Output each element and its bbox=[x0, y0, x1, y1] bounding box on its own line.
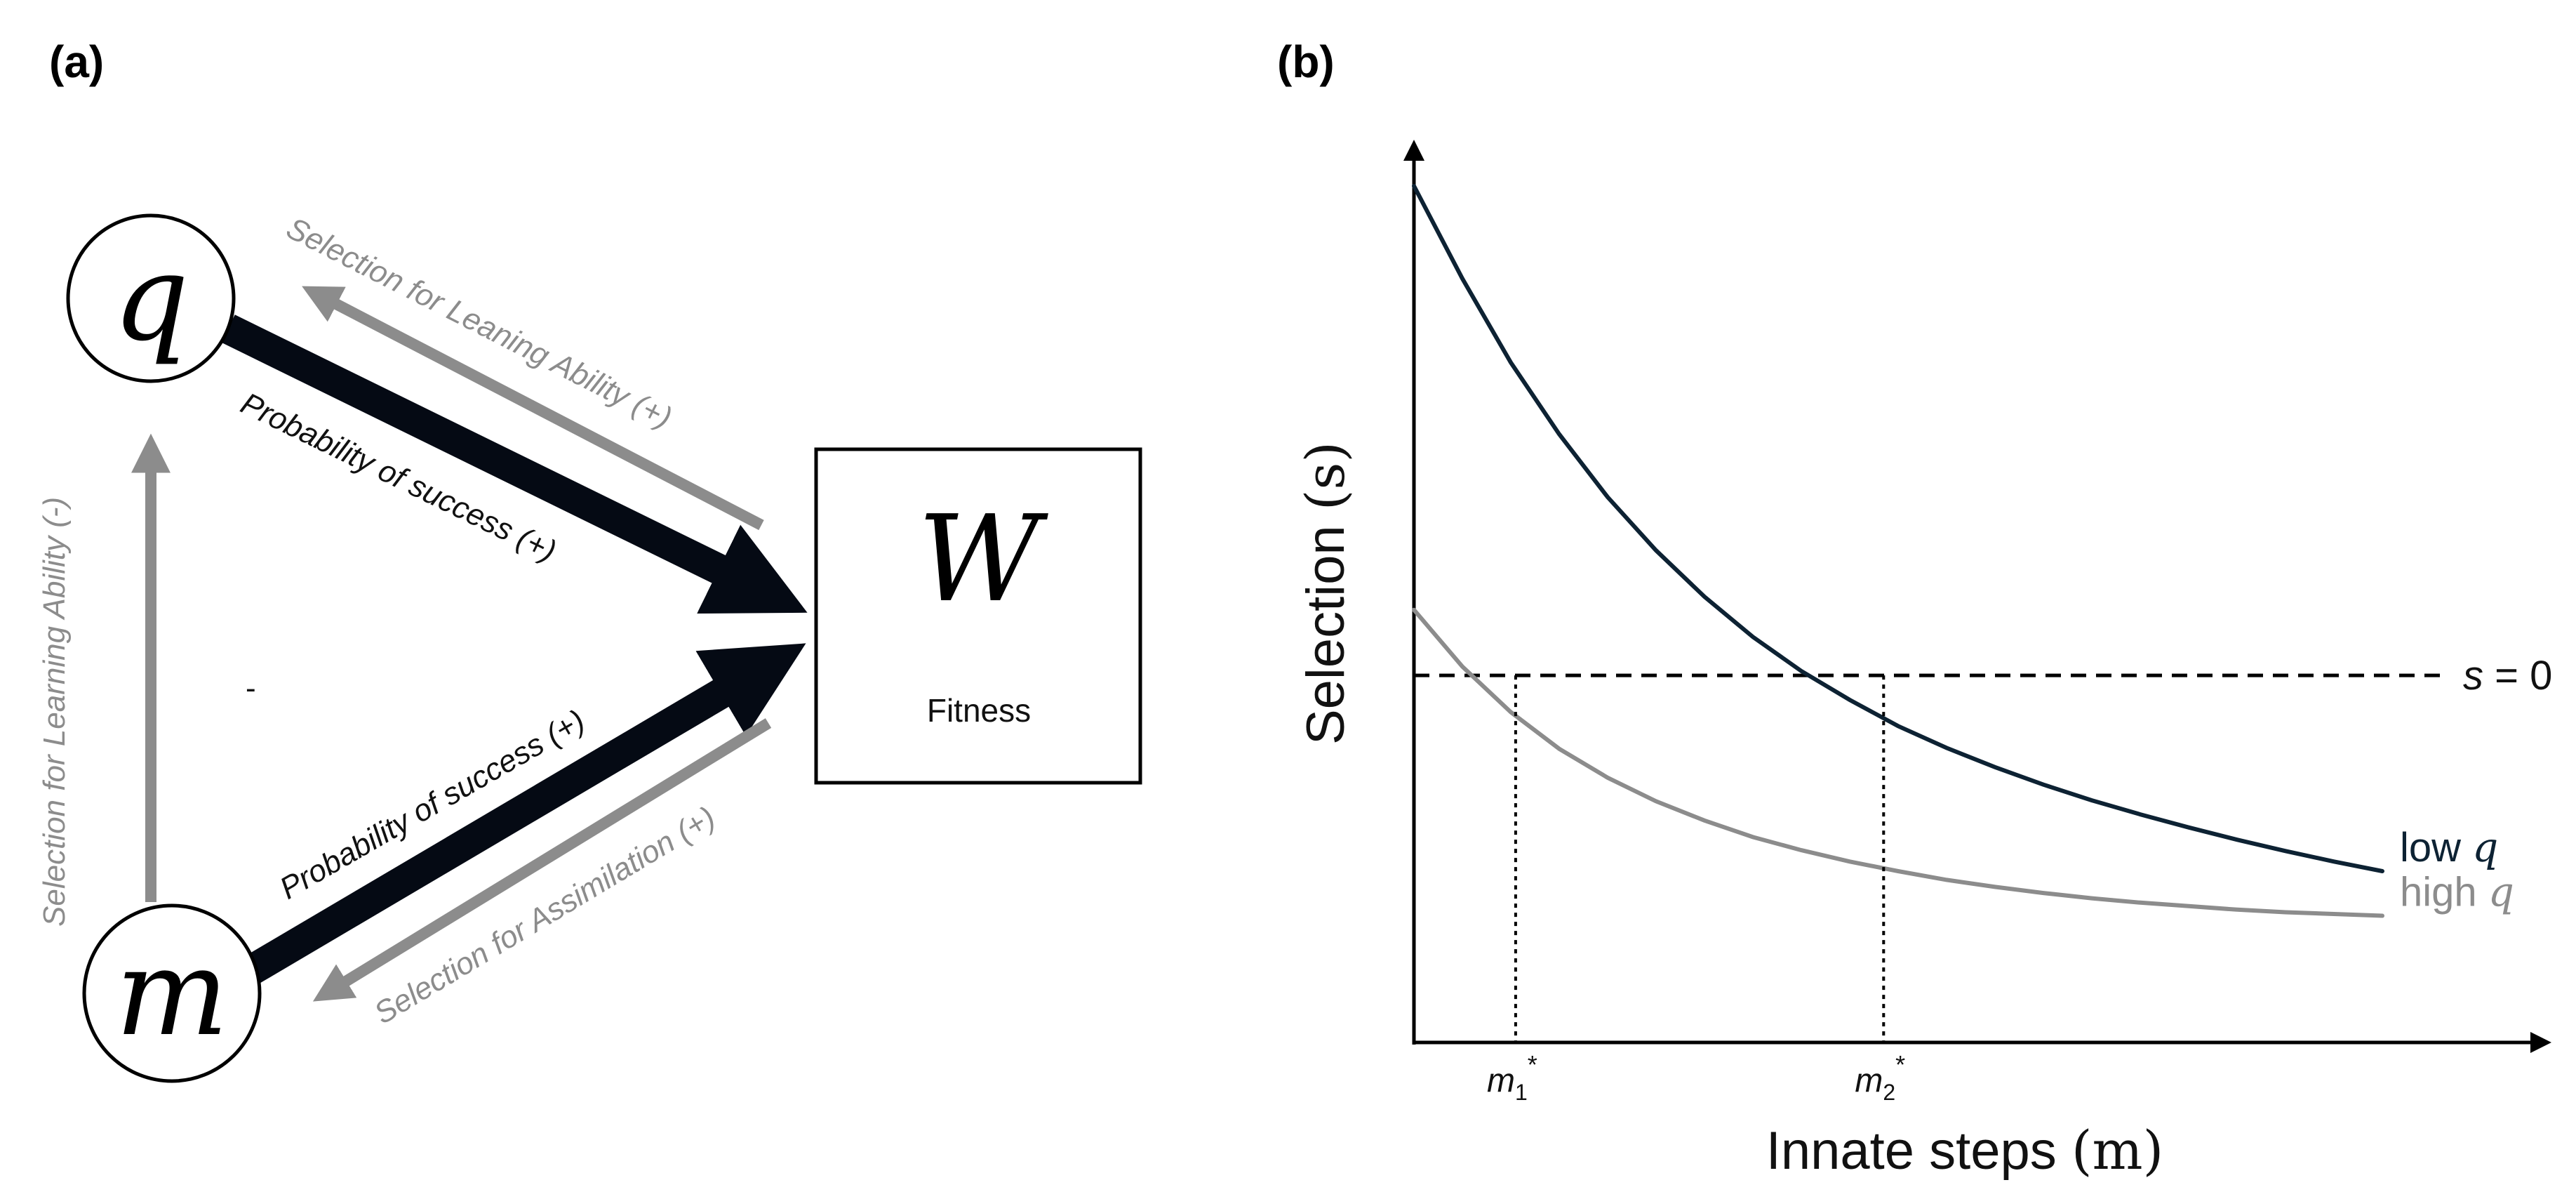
node-w: W Fitness bbox=[814, 447, 1142, 785]
x-axis-label: Innate steps (m) bbox=[1766, 1119, 2164, 1181]
x-axis-label-var: (m) bbox=[2071, 1119, 2163, 1181]
marker-label-sup: * bbox=[1528, 1050, 1537, 1079]
arrow-w-to-m bbox=[312, 718, 772, 1002]
selection-chart: Selection (s) Innate steps (m) s = 0 m1*… bbox=[1294, 140, 2552, 1181]
panel-b-label: (b) bbox=[1277, 37, 1335, 87]
marker-label-base: m bbox=[1487, 1062, 1515, 1099]
arrow-m-to-w bbox=[234, 643, 806, 989]
x-axis-label-text: Innate steps bbox=[1766, 1121, 2057, 1181]
label-w-to-q: Selection for Leaning Ability (+) bbox=[281, 211, 677, 435]
series-line-low-q bbox=[1412, 183, 2384, 873]
series-label-var: q bbox=[2472, 823, 2498, 871]
y-axis-label: Selection (s) bbox=[1294, 442, 1356, 745]
series-label-var: q bbox=[2488, 868, 2514, 915]
panel-b: (b) Selection (s) Innate steps (m) s = 0… bbox=[1277, 37, 2552, 1181]
y-axis-label-text: Selection bbox=[1296, 525, 1356, 745]
series-label-word: high bbox=[2400, 869, 2488, 915]
marker-label-sub: 1 bbox=[1515, 1080, 1528, 1105]
marker-label-1: m1* bbox=[1487, 1050, 1537, 1105]
arrow-q-to-w bbox=[221, 314, 808, 614]
label-m-to-q: Selection for Learning Ability (-) bbox=[37, 497, 72, 927]
series-label-low-q: low q bbox=[2400, 823, 2498, 871]
node-w-symbol: W bbox=[918, 490, 1049, 629]
node-m: m bbox=[82, 903, 262, 1083]
series-label-high-q: high q bbox=[2400, 868, 2514, 915]
label-w-to-m: Selection for Assimilation (+) bbox=[368, 800, 721, 1031]
series-line-high-q bbox=[1412, 607, 2384, 918]
node-q-symbol: q bbox=[113, 229, 189, 368]
threshold-label: s = 0 bbox=[2463, 653, 2552, 698]
markers: m1*m2* bbox=[1487, 675, 1905, 1105]
threshold: s = 0 bbox=[1414, 653, 2552, 698]
panel-a-label: (a) bbox=[49, 37, 104, 87]
marker-label-2: m2* bbox=[1855, 1050, 1905, 1105]
threshold-label-var: s bbox=[2463, 653, 2483, 698]
node-q: q bbox=[66, 213, 236, 383]
series-label-word: low bbox=[2400, 825, 2472, 870]
panel-a: (a) q m W Fitness - Probability of succe… bbox=[37, 37, 1142, 1083]
threshold-label-rest: = 0 bbox=[2483, 653, 2552, 698]
node-w-caption: Fitness bbox=[927, 692, 1031, 729]
y-axis-label-var: (s) bbox=[1294, 442, 1356, 510]
series-lines bbox=[1412, 183, 2384, 918]
node-m-symbol: m bbox=[115, 924, 228, 1063]
marker-label-base: m bbox=[1855, 1062, 1883, 1099]
arrow-w-to-q bbox=[302, 286, 764, 531]
marker-label-sup: * bbox=[1895, 1050, 1905, 1079]
stray-dash: - bbox=[246, 671, 256, 706]
marker-label-sub: 2 bbox=[1883, 1080, 1895, 1105]
